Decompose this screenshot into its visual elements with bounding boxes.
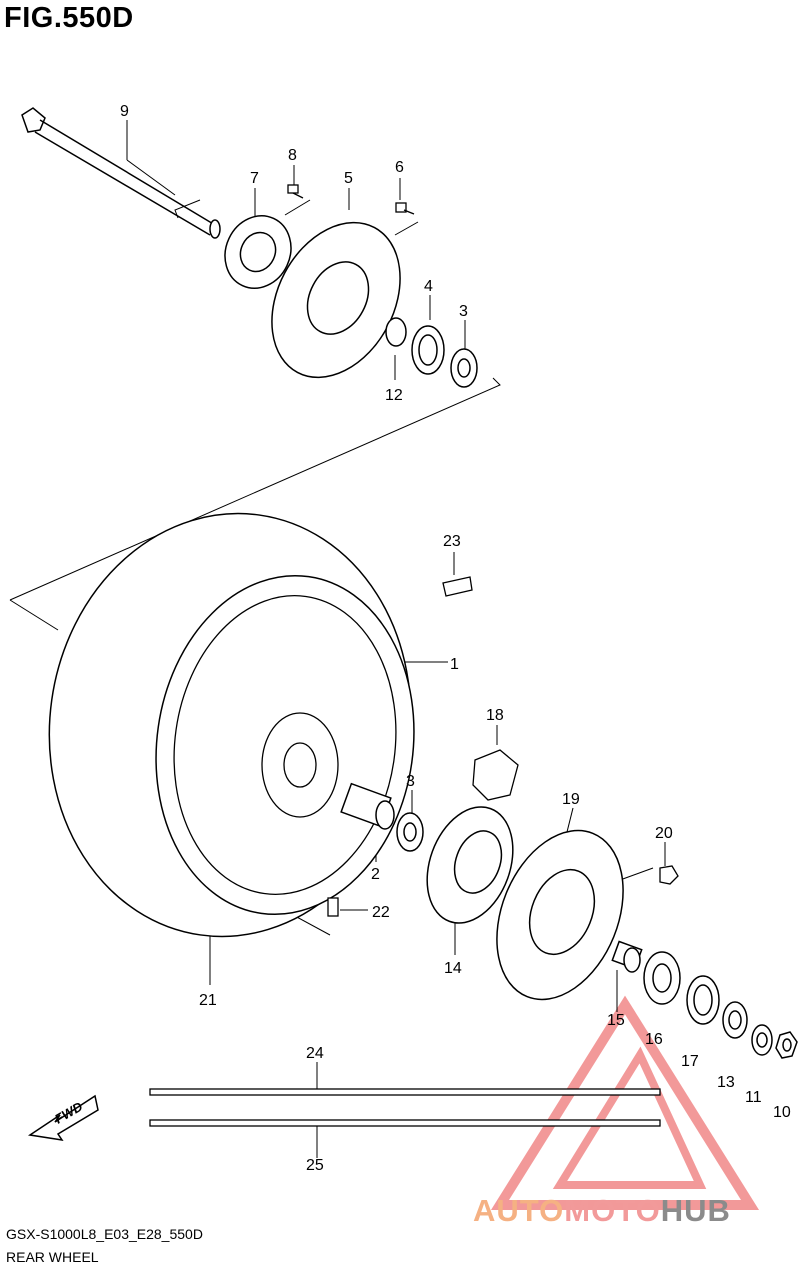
callout-24: 24	[306, 1045, 324, 1062]
axle-part-9	[21, 107, 221, 239]
callout-4: 4	[424, 278, 433, 295]
callout-numbers: 9 8 7 5 6 4 3 12 23 1 18 3 19 20 2 22 14…	[120, 103, 791, 1174]
valve-part-22	[327, 897, 339, 917]
callout-12: 12	[385, 387, 403, 404]
washer-part-11	[751, 1024, 773, 1056]
balance-weight-part-23	[442, 576, 473, 597]
spacer-part-13	[722, 1001, 748, 1039]
callout-1: 1	[450, 656, 459, 673]
nut-part-20	[659, 865, 679, 885]
callout-25: 25	[306, 1157, 324, 1174]
watermark-word-2: MOTO	[564, 1193, 661, 1228]
oil-seal-part-17	[686, 975, 720, 1025]
callout-6: 6	[395, 159, 404, 176]
cable-tie-part-24	[149, 1088, 661, 1096]
nut-part-10	[775, 1031, 798, 1059]
callout-21: 21	[199, 992, 217, 1009]
forward-arrow-icon: FWD	[27, 1094, 99, 1142]
callout-16: 16	[645, 1031, 663, 1048]
callout-5: 5	[344, 170, 353, 187]
callout-22: 22	[372, 904, 390, 921]
bearing-part-16	[643, 951, 681, 1005]
watermark-text: AUTOMOTOHUB	[473, 1193, 731, 1229]
spacer-part-15	[611, 940, 643, 973]
callout-11: 11	[745, 1089, 762, 1106]
oil-seal-part-4	[411, 325, 445, 375]
bracket-part-18	[472, 749, 519, 801]
callout-3b: 3	[406, 773, 415, 790]
bolt-part-6	[395, 202, 415, 215]
callout-18: 18	[486, 707, 504, 724]
callout-20: 20	[655, 825, 673, 842]
wheel-part-1	[173, 595, 397, 895]
watermark-logo	[490, 995, 760, 1210]
bearing-part-3-upper	[450, 348, 478, 388]
callout-7: 7	[250, 170, 259, 187]
callout-13: 13	[717, 1074, 735, 1091]
watermark-word-3: HUB	[660, 1193, 731, 1228]
sprocket-carrier-part-14	[426, 806, 514, 924]
callout-8: 8	[288, 147, 297, 164]
spacer-part-12	[385, 317, 407, 347]
sprocket-part-19	[496, 829, 624, 1001]
callout-17: 17	[681, 1053, 699, 1070]
screw-part-8	[287, 184, 304, 199]
brake-disc-part-5	[271, 221, 401, 379]
model-code: GSX-S1000L8_E03_E28_550D	[6, 1226, 203, 1242]
callout-14: 14	[444, 960, 462, 977]
callout-19: 19	[562, 791, 580, 808]
callout-23: 23	[443, 533, 461, 550]
callout-3a: 3	[459, 303, 468, 320]
watermark-word-1: AUTO	[473, 1193, 565, 1228]
sensor-ring-part-7	[224, 215, 292, 289]
cable-tie-part-25	[149, 1119, 661, 1127]
callout-9: 9	[120, 103, 129, 120]
figure-title: FIG.550D	[4, 2, 134, 34]
callout-2: 2	[371, 866, 380, 883]
spacer-part-2	[340, 782, 395, 830]
callout-15: 15	[607, 1012, 625, 1029]
callout-10: 10	[773, 1104, 791, 1121]
figure-caption: REAR WHEEL	[6, 1249, 99, 1265]
bearing-part-3-lower	[396, 812, 424, 852]
